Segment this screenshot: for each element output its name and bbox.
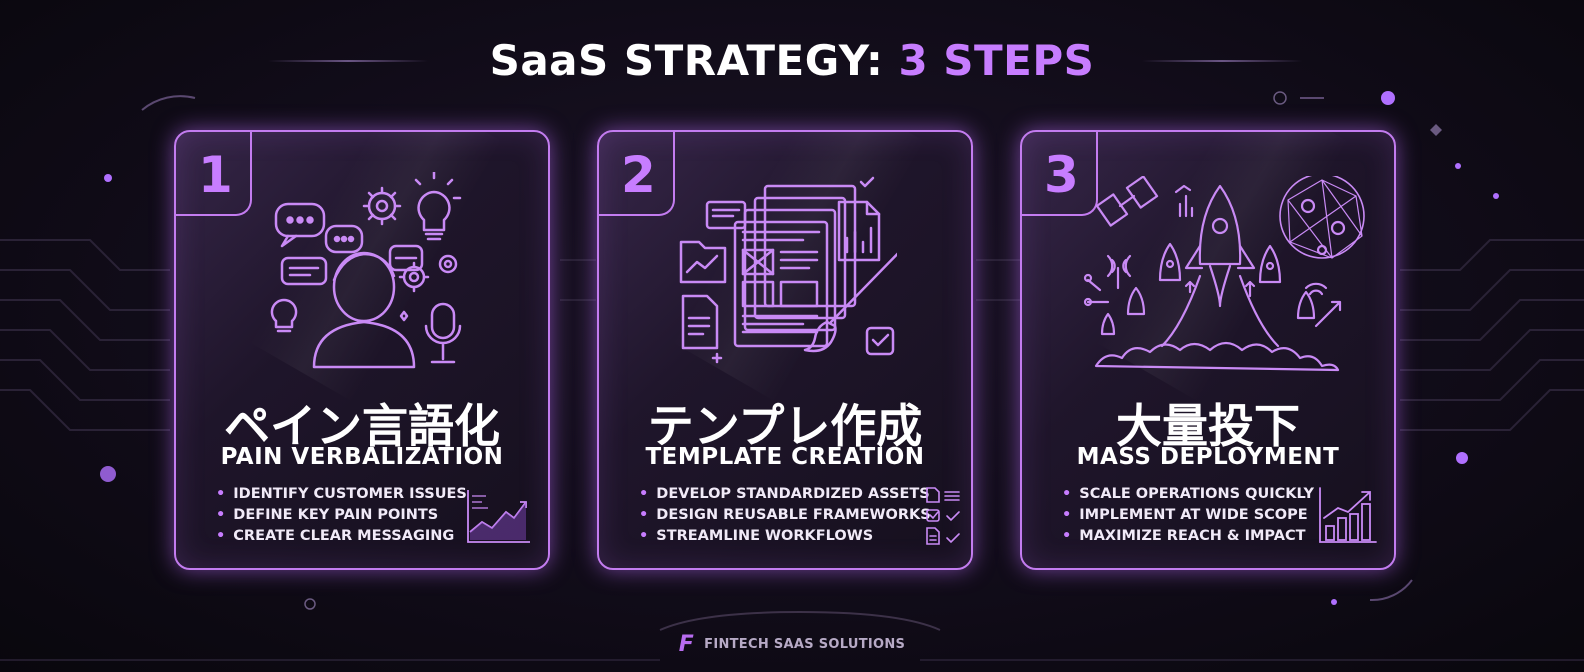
step-number-frame (176, 132, 252, 216)
bullet-item: STREAMLINE WORKFLOWS (639, 526, 931, 547)
step-title-en: PAIN VERBALIZATION (220, 444, 504, 470)
page-title: SaaS STRATEGY: 3 STEPS (0, 36, 1584, 85)
step-title-en: MASS DEPLOYMENT (1076, 444, 1340, 470)
step-title-jp: 大量投下 (1116, 399, 1300, 453)
step-number-frame (599, 132, 675, 216)
bar-chart-growth-icon (1319, 487, 1377, 543)
bullet-item: DESIGN REUSABLE FRAMEWORKS (639, 505, 930, 526)
step-bullets: IDENTIFY CUSTOMER ISSUES DEFINE KEY PAIN… (216, 484, 467, 547)
document-checklist-icon (926, 487, 960, 545)
step-number: 2 (621, 146, 656, 204)
step-title-jp: ペイン言語化 (224, 399, 500, 453)
step-title-jp: テンプレ作成 (647, 399, 923, 453)
step-bullets: SCALE OPERATIONS QUICKLY IMPLEMENT AT WI… (1062, 484, 1314, 547)
step-card-3: 3 (1020, 130, 1396, 570)
bullet-item: IDENTIFY CUSTOMER ISSUES (216, 484, 467, 505)
step-bullets: DEVELOP STANDARDIZED ASSETS DESIGN REUSA… (639, 484, 931, 547)
documents-templates-paintbrush-icon (679, 176, 897, 364)
step-number: 1 (198, 146, 233, 204)
bullet-item: CREATE CLEAR MESSAGING (216, 526, 467, 547)
growth-chart-icon (467, 490, 530, 543)
title-main: SaaS STRATEGY: (489, 36, 899, 85)
f-logo-icon: F (678, 632, 695, 657)
step-number: 3 (1044, 146, 1079, 204)
footer-brand-name: FINTECH SAAS SOLUTIONS (704, 637, 906, 652)
bullet-item: DEVELOP STANDARDIZED ASSETS (639, 484, 931, 505)
bullet-item: SCALE OPERATIONS QUICKLY (1062, 484, 1314, 505)
step-card-2: 2 (597, 130, 973, 570)
step-number-frame (1022, 132, 1098, 216)
rockets-launching-network-satellite-icon (1083, 176, 1365, 372)
step-title-en: TEMPLATE CREATION (645, 444, 925, 470)
title-rule-right (1142, 60, 1302, 62)
step-card-1: 1 (174, 130, 550, 570)
bullet-item: MAXIMIZE REACH & IMPACT (1062, 526, 1314, 547)
person-with-speech-bubbles-gears-lightbulb-microphone-icon (270, 172, 462, 369)
footer-brand: F FINTECH SAAS SOLUTIONS (620, 614, 964, 672)
bullet-item: IMPLEMENT AT WIDE SCOPE (1062, 505, 1314, 526)
bullet-item: DEFINE KEY PAIN POINTS (216, 505, 467, 526)
title-accent: 3 STEPS (898, 36, 1095, 85)
title-rule-left (268, 60, 428, 62)
